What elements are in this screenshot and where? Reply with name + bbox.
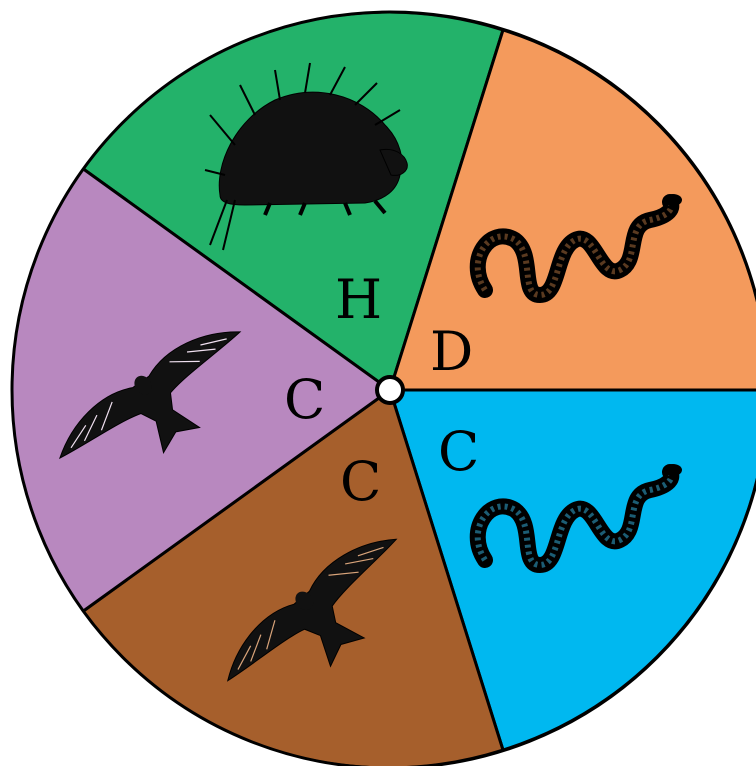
sector-letter-snake-blue: C xyxy=(438,420,479,483)
sector-letter-porcupine-green: H xyxy=(335,268,382,331)
spinner-hub[interactable] xyxy=(377,377,403,403)
sector-letter-hawk-brown: C xyxy=(340,450,381,513)
sector-letter-snake-orange: D xyxy=(430,320,473,383)
sector-letter-hawk-purple: C xyxy=(284,368,325,431)
